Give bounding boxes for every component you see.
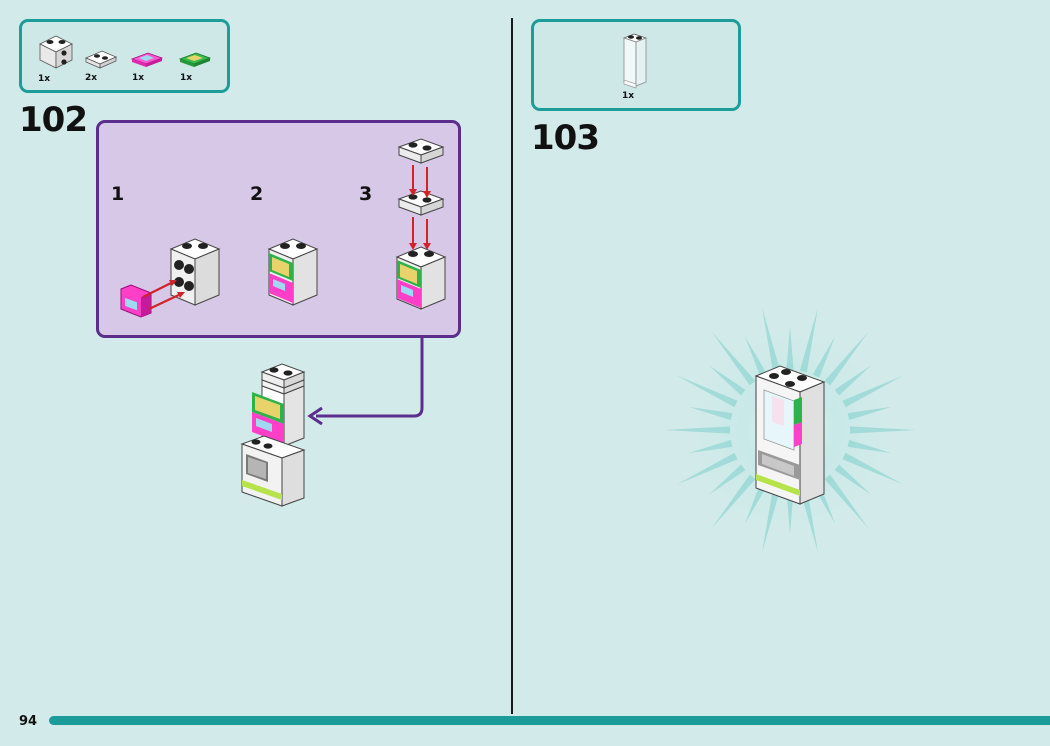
callout-arrow xyxy=(307,336,424,426)
burst-ray xyxy=(799,307,819,373)
burst-ray xyxy=(842,452,904,485)
substep-callout: 1 2 3 xyxy=(96,120,461,338)
part-qty: 1x xyxy=(622,91,635,101)
burst-ray xyxy=(847,439,892,454)
part-qty: 1x xyxy=(132,73,145,83)
burst-ray xyxy=(676,375,738,408)
substep-1-illustration xyxy=(120,238,221,318)
part-qty: 1x xyxy=(38,74,51,84)
step-102-assembly-illustration xyxy=(240,363,306,507)
burst-ray xyxy=(664,426,731,434)
substep-number: 2 xyxy=(250,183,264,205)
part-qty: 1x xyxy=(180,73,193,83)
burst-ray xyxy=(744,336,768,378)
burst-ray xyxy=(708,464,746,495)
substep-2-illustration xyxy=(267,238,319,306)
burst-ray xyxy=(744,482,768,524)
page-divider xyxy=(511,18,513,714)
burst-ray xyxy=(824,474,869,529)
substep-number: 1 xyxy=(111,183,125,205)
step-103-assembly xyxy=(754,365,826,505)
pink-printed-tile-icon xyxy=(130,52,164,67)
green-printed-tile-icon xyxy=(178,52,212,67)
burst-ray xyxy=(708,365,746,396)
parts-callout-step-103: 1x xyxy=(531,19,741,111)
transparent-panel-icon xyxy=(622,33,648,89)
burst-ray xyxy=(824,331,869,386)
burst-ray xyxy=(761,487,781,553)
burst-ray xyxy=(761,307,781,373)
burst-ray xyxy=(842,375,904,408)
step-103-burst-illustration xyxy=(662,302,918,558)
footer-bar xyxy=(49,716,1050,725)
burst-ray xyxy=(676,452,738,485)
substep-number: 3 xyxy=(359,183,373,205)
burst-ray xyxy=(688,406,733,421)
white-1x2-plate-icon xyxy=(84,50,118,69)
step-number: 102 xyxy=(19,100,88,140)
burst-ray xyxy=(834,464,872,495)
burst-ray xyxy=(812,336,836,378)
burst-ray xyxy=(847,406,892,421)
step-number: 103 xyxy=(531,118,600,158)
parts-callout-step-102: 1x 2x 1x 1x xyxy=(19,19,230,93)
burst-ray xyxy=(849,426,916,434)
burst-ray xyxy=(711,474,756,529)
page-number: 94 xyxy=(19,714,38,729)
burst-ray xyxy=(711,331,756,386)
white-2x2-brick-icon xyxy=(39,35,73,69)
burst-ray xyxy=(799,487,819,553)
part-qty: 2x xyxy=(85,73,98,83)
burst-ray xyxy=(834,365,872,396)
burst-ray xyxy=(688,439,733,454)
substep-3-illustration xyxy=(395,138,447,310)
burst-ray xyxy=(786,326,794,371)
